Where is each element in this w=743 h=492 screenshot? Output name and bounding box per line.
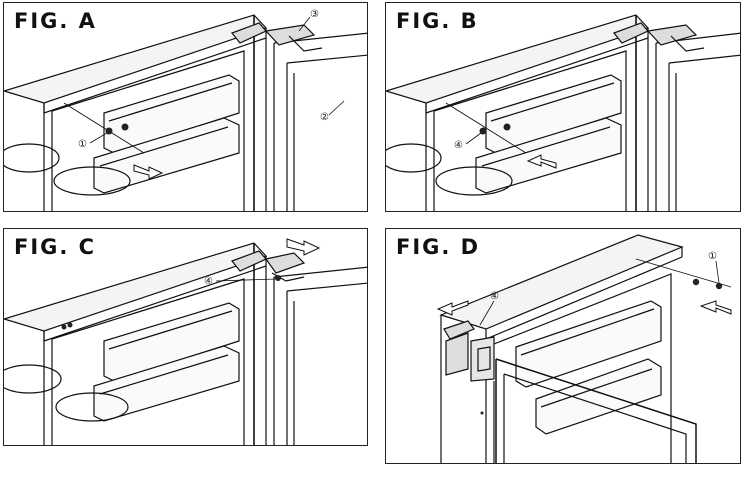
- screw-2-icon: [121, 123, 129, 131]
- figure-d-drawing: ④ ①: [436, 234, 732, 463]
- screw-2-icon: [715, 282, 723, 290]
- figure-a-panel: ① ② ③ FIG. A: [3, 2, 368, 212]
- figure-a-drawing: ① ② ③: [4, 9, 367, 211]
- callout-1: ①: [78, 139, 87, 150]
- figure-c-panel: ④ FIG. C: [3, 228, 368, 446]
- screw-1-icon: [105, 127, 113, 135]
- hinge-screw-icon: [275, 275, 281, 281]
- left-arrow-upper-icon: [436, 300, 469, 316]
- callout-3: ③: [310, 9, 319, 20]
- left-arrow-right-icon: [699, 300, 732, 315]
- callout-4: ④: [454, 140, 463, 151]
- figure-a-label: FIG. A: [12, 9, 99, 33]
- callout-4: ④: [490, 291, 499, 302]
- figure-d-panel: ④ ① FIG. D: [385, 228, 741, 464]
- screw-2-icon: [503, 123, 511, 131]
- left-arrow-icon: [526, 154, 557, 169]
- callout-1: ①: [708, 251, 717, 262]
- callout-2: ②: [320, 112, 329, 123]
- figure-b-label: FIG. B: [394, 9, 481, 33]
- figure-b-panel: ④ FIG. B: [385, 2, 741, 212]
- callout-4: ④: [204, 276, 213, 287]
- screw-1-icon: [692, 278, 700, 286]
- figure-b-drawing: ④: [386, 14, 740, 211]
- figure-c-label: FIG. C: [12, 235, 99, 259]
- figure-d-label: FIG. D: [394, 235, 483, 259]
- screw-1-icon: [479, 127, 487, 135]
- right-arrow-icon: [286, 238, 321, 256]
- figure-c-drawing: ④: [4, 238, 367, 445]
- right-arrow-icon: [133, 164, 164, 180]
